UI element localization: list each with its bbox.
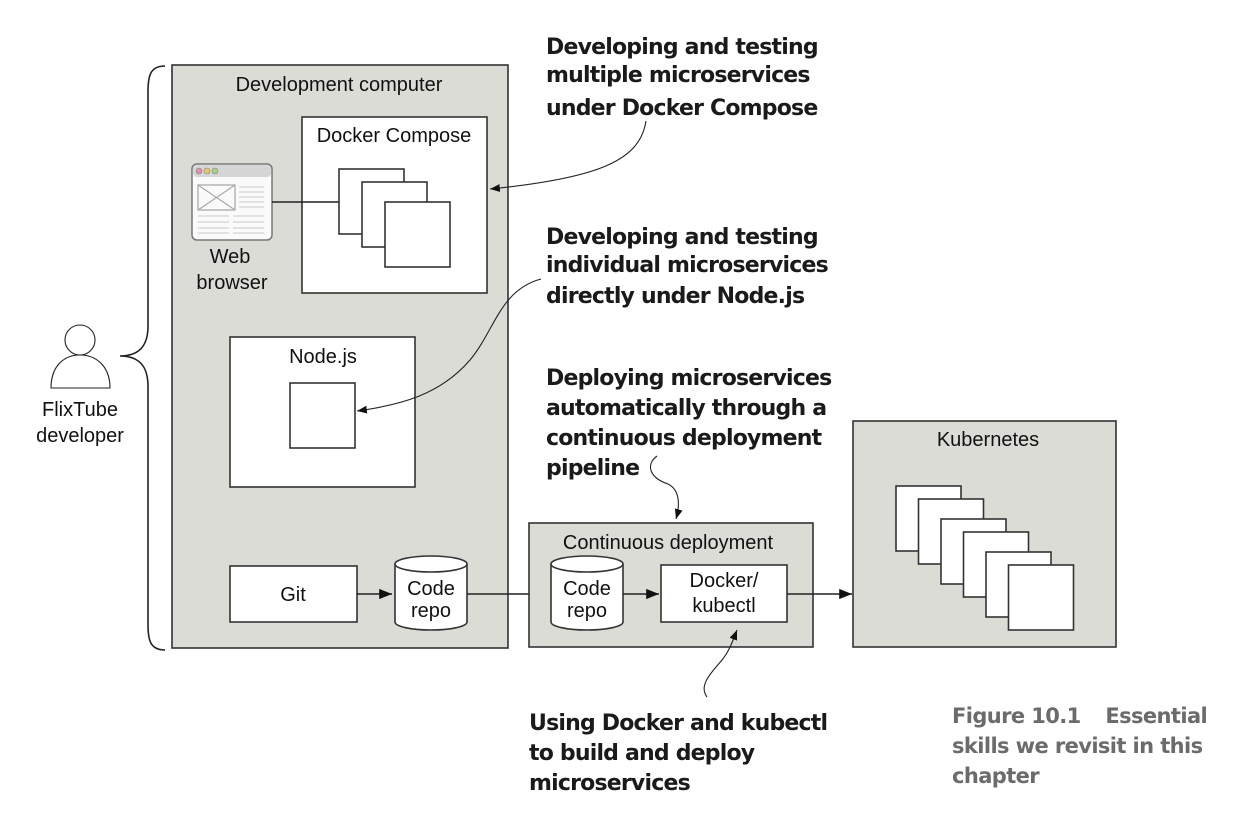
callout-line: individual microservices bbox=[546, 253, 829, 278]
docker-kubectl-line-1: Docker/ bbox=[690, 570, 759, 592]
callout-line: multiple microservices bbox=[546, 63, 810, 88]
callout-arrow bbox=[356, 278, 542, 414]
caption-text-line-2: skills we revisit in this bbox=[952, 734, 1203, 758]
callout-arrow bbox=[489, 120, 647, 192]
callout-line: microservices bbox=[529, 771, 691, 796]
actor-label-line-1: FlixTube bbox=[42, 399, 118, 421]
nodejs-microservice bbox=[289, 382, 356, 449]
callout-line: continuous deployment bbox=[546, 426, 823, 451]
kubernetes-containers bbox=[895, 485, 1075, 631]
continuous-deployment-title: Continuous deployment bbox=[563, 532, 774, 554]
person-icon bbox=[50, 324, 111, 389]
figure-caption: Figure 10.1 Essential skills we revisit … bbox=[952, 704, 1208, 788]
dev-code-repo-cylinder bbox=[394, 555, 468, 631]
docker-compose-containers bbox=[338, 168, 451, 268]
callout-line: under Docker Compose bbox=[546, 96, 817, 121]
callout-arrow bbox=[703, 629, 738, 698]
docker-kubectl-line-2: kubectl bbox=[692, 595, 755, 617]
callout-line: Developing and testing bbox=[546, 35, 818, 60]
git-label: Git bbox=[280, 584, 306, 606]
callout-arrow bbox=[649, 455, 683, 520]
callout-line: Developing and testing bbox=[546, 225, 818, 250]
caption-text-line-3: chapter bbox=[952, 764, 1040, 788]
actor-label-line-2: developer bbox=[36, 425, 124, 447]
nodejs-title: Node.js bbox=[289, 346, 357, 368]
grouping-brace bbox=[119, 65, 166, 651]
callout-line: Using Docker and kubectl bbox=[529, 711, 827, 736]
callout-line: directly under Node.js bbox=[546, 284, 805, 309]
callout-line: Deploying microservices bbox=[546, 366, 832, 391]
web-browser-icon bbox=[191, 163, 273, 241]
web-browser-label-line-2: browser bbox=[196, 272, 267, 294]
callout-cd-pipeline: Deploying microservices automatically th… bbox=[546, 366, 833, 520]
caption-text-line-1: Essential bbox=[1105, 704, 1207, 728]
web-browser-label-line-1: Web bbox=[210, 246, 251, 268]
callout-docker-compose: Developing and testing multiple microser… bbox=[489, 35, 819, 192]
callout-docker-kubectl: Using Docker and kubectl to build and de… bbox=[529, 629, 828, 796]
callout-line: to build and deploy bbox=[529, 741, 755, 766]
microservice-container bbox=[384, 201, 451, 268]
cd-code-repo-cylinder bbox=[550, 555, 624, 631]
caption-label: Figure 10.1 bbox=[952, 704, 1081, 728]
development-computer-title: Development computer bbox=[236, 74, 443, 96]
dev-code-repo-line-1: Code bbox=[407, 578, 455, 600]
cd-code-repo-line-1: Code bbox=[563, 578, 611, 600]
dev-code-repo-line-2: repo bbox=[411, 600, 451, 622]
kubernetes-title: Kubernetes bbox=[937, 429, 1039, 451]
docker-compose-title: Docker Compose bbox=[317, 125, 472, 147]
caption-first-line: Figure 10.1 Essential bbox=[952, 704, 1207, 728]
callout-line: pipeline bbox=[546, 456, 639, 481]
callout-nodejs: Developing and testing individual micros… bbox=[356, 225, 829, 414]
microservice-container bbox=[1007, 564, 1075, 631]
cd-code-repo-line-2: repo bbox=[567, 600, 607, 622]
callout-line: automatically through a bbox=[546, 396, 826, 421]
